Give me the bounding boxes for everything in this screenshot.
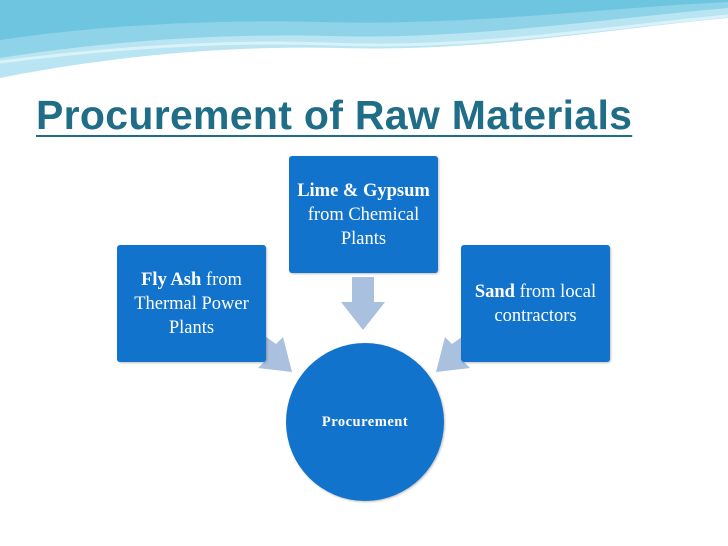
arrow-top-to-center: [341, 277, 385, 330]
header-wave-decoration: [0, 0, 728, 78]
node-lime-gypsum-bold: Lime & Gypsum: [297, 180, 430, 201]
node-sand: Sand from local contractors: [461, 245, 610, 362]
node-procurement-label: Procurement: [321, 413, 409, 430]
node-fly-ash-text: from Thermal Power Plants: [134, 269, 249, 338]
node-procurement: Procurement: [286, 343, 444, 501]
node-sand-bold: Sand: [474, 281, 515, 302]
node-fly-ash: Fly Ash from Thermal Power Plants: [117, 245, 266, 362]
node-fly-ash-bold: Fly Ash: [141, 269, 202, 290]
node-sand-text: from local contractors: [494, 281, 597, 326]
page-title: Procurement of Raw Materials: [36, 92, 633, 138]
node-lime-gypsum: Lime & Gypsum from Chemical Plants: [289, 156, 438, 273]
node-lime-gypsum-text: from Chemical Plants: [307, 204, 420, 249]
